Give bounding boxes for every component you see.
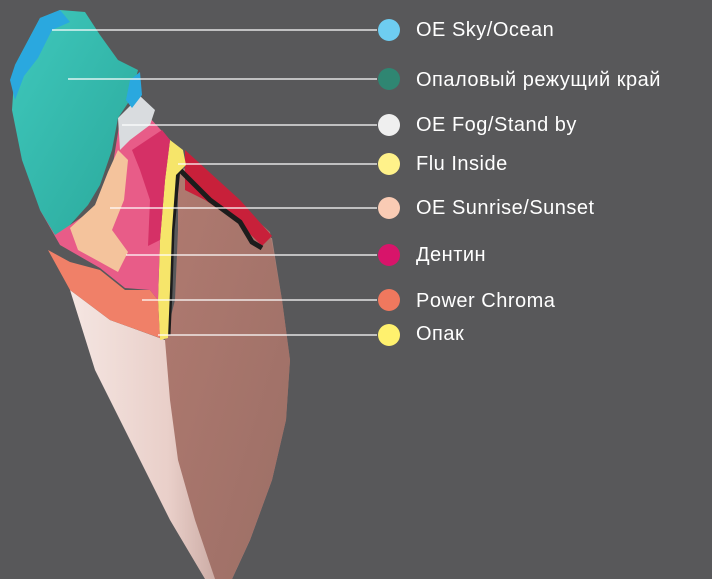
label-dentin: Дентин xyxy=(416,243,486,267)
label-power-chroma: Power Chroma xyxy=(416,289,555,313)
legend-color-dot xyxy=(378,153,400,175)
legend-color-dot xyxy=(378,197,400,219)
legend-color-dot xyxy=(378,289,400,311)
label-flu-inside: Flu Inside xyxy=(416,152,508,176)
legend-color-dot xyxy=(378,114,400,136)
label-oe-sunrise-sunset: OE Sunrise/Sunset xyxy=(416,196,595,220)
legend-dots xyxy=(378,19,400,346)
legend-color-dot xyxy=(378,324,400,346)
label-oe-sky-ocean: OE Sky/Ocean xyxy=(416,18,554,42)
label-oe-fog-stand-by: OE Fog/Stand by xyxy=(416,113,577,137)
legend-color-dot xyxy=(378,68,400,90)
legend-color-dot xyxy=(378,244,400,266)
legend-color-dot xyxy=(378,19,400,41)
label-opal-incisal-edge: Опаловый режущий край xyxy=(416,68,661,92)
label-opaque: Опак xyxy=(416,322,464,346)
